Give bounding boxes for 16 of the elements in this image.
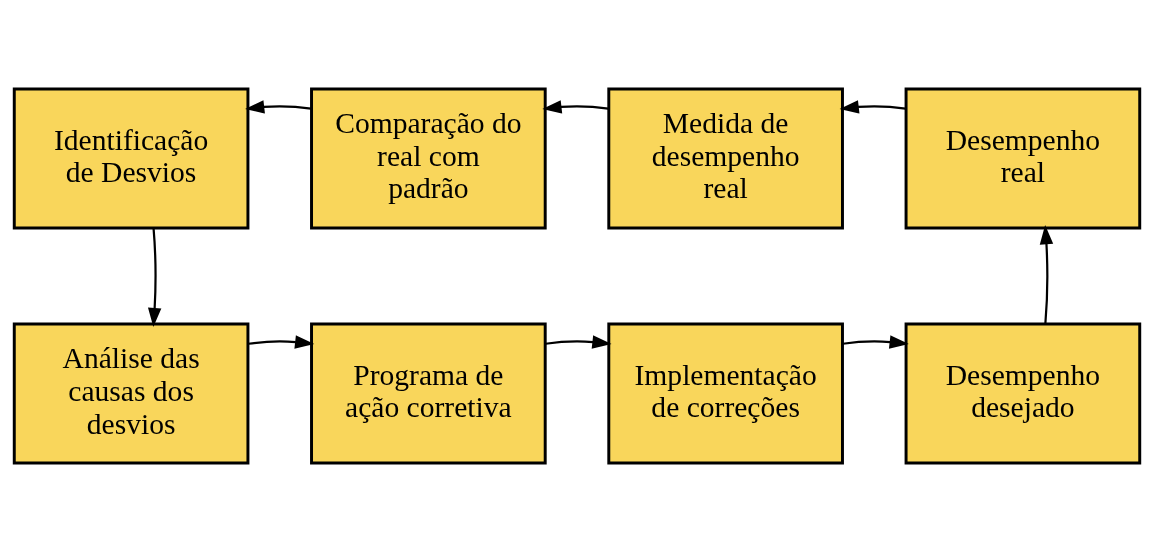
node-box: Medida de desempenho real <box>607 86 844 229</box>
node-box: Análise das causas dos desvios <box>12 322 250 465</box>
arrow <box>842 334 909 349</box>
node-box: Implementação de correções <box>607 322 844 465</box>
arrow <box>245 99 312 114</box>
arrow <box>542 99 609 114</box>
arrow <box>248 334 315 349</box>
arrow <box>147 227 162 327</box>
node-box: Programa de ação corretiva <box>310 322 547 465</box>
node-box: Desempenho real <box>904 86 1142 229</box>
node-box: Identificação de Desvios <box>12 86 250 229</box>
arrow <box>545 334 612 349</box>
arrow <box>839 99 906 114</box>
node-box: Comparação do real com padrão <box>310 86 547 229</box>
node-box: Desempenho desejado <box>904 322 1142 465</box>
arrow <box>1039 224 1054 324</box>
